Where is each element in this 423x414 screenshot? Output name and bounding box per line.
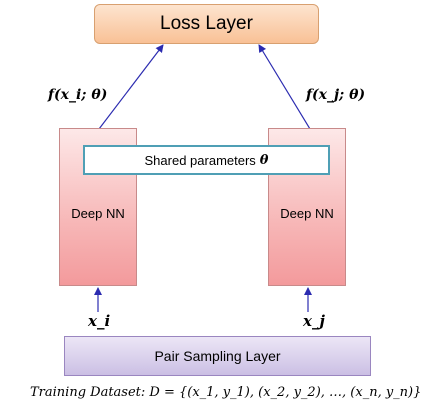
theta-symbol: θ — [259, 152, 269, 168]
deep-nn-left-label: Deep NN — [71, 206, 125, 221]
pair-sampling-layer-box: Pair Sampling Layer — [64, 336, 371, 376]
input-left-label: x_i — [88, 312, 111, 330]
output-right-label: f(x_j; θ) — [306, 87, 366, 103]
loss-layer-box: Loss Layer — [94, 4, 319, 44]
pair-sampling-layer-label: Pair Sampling Layer — [154, 348, 281, 364]
shared-parameters-label: Shared parameters — [144, 152, 256, 168]
training-dataset-caption: Training Dataset: D = {(x_1, y_1), (x_2,… — [30, 385, 422, 400]
input-right-label: x_j — [303, 312, 325, 330]
arrow-left-nn-to-loss — [98, 44, 164, 130]
deep-nn-right-label: Deep NN — [280, 206, 334, 221]
output-left-label: f(x_i; θ) — [48, 87, 108, 103]
loss-layer-label: Loss Layer — [160, 13, 253, 34]
arrow-right-nn-to-loss — [258, 44, 311, 130]
shared-parameters-box: Shared parameters θ — [83, 145, 330, 175]
